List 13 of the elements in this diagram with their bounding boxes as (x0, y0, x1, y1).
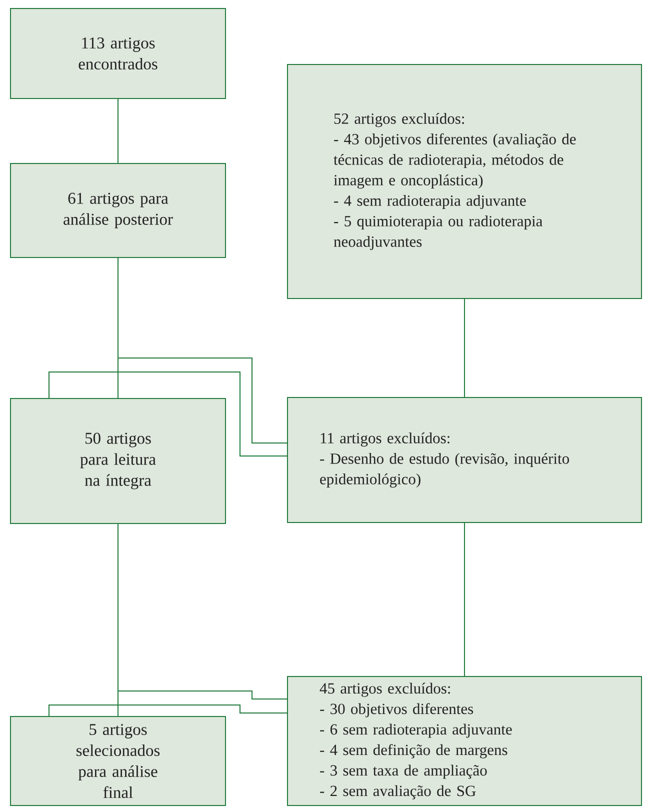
connector-line (118, 524, 288, 700)
exclusion-box: 45 artigos excluídos: - 30 objetivos diferentes - 6 sem radioterapia adjuvante - 4 sem definição de margens - 3 sem taxa de ampliação - 2 sem avaliação de SG (287, 676, 642, 806)
process-box: 61 artigos para análise posterior (10, 163, 226, 258)
process-box: 5 artigos selecionados para análise final (10, 716, 226, 806)
connector-line (48, 372, 288, 456)
exclusion-box: 52 artigos excluídos: - 43 objetivos diferentes (avaliação de técnicas de radioterapia, métodos de imagem e oncoplástica) - 4 sem radioterapia adjuvante - 5 quimioterapia ou radioterapia neoadjuvantes (287, 64, 642, 299)
process-box: 113 artigos encontrados (10, 8, 226, 99)
exclusion-box: 11 artigos excluídos: - Desenho de estudo (revisão, inquérito epidemiológico) (287, 397, 642, 523)
connector-line (464, 298, 465, 398)
connector-line (48, 704, 288, 716)
connector-line (118, 258, 288, 444)
process-box: 50 artigos para leitura na íntegra (10, 398, 226, 524)
connector-line (464, 522, 465, 676)
